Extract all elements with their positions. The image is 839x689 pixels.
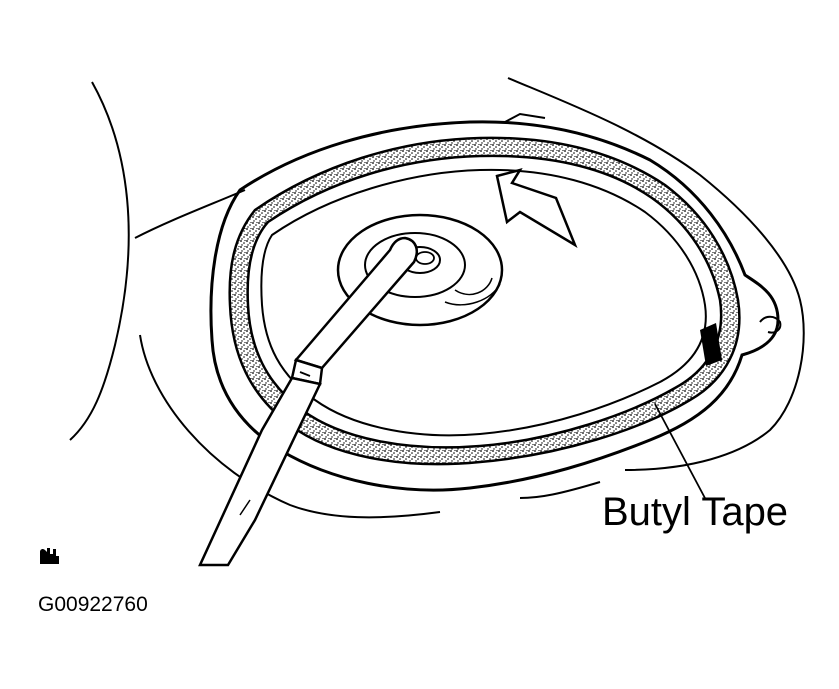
speaker-flange [209,112,782,492]
screwdriver-tool [198,236,418,567]
butyl-tape-callout-label: Butyl Tape [602,490,789,534]
panel-contours [69,77,805,519]
direction-arrow [495,168,578,248]
figure-code: G00922760 [38,593,148,616]
hand-tool-icon [40,548,59,564]
callout-leader-line [654,403,707,501]
speaker-cone [260,168,707,437]
butyl-tape-ring [228,136,741,466]
